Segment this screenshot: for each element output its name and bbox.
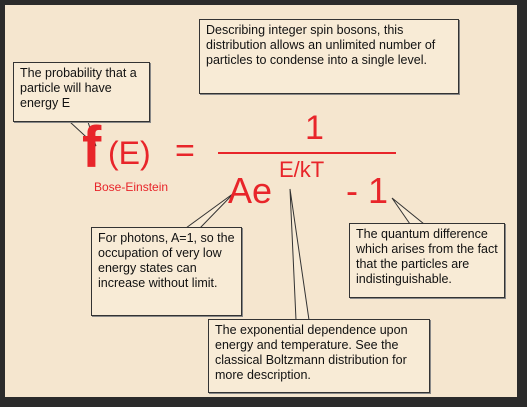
callout-bosons: Describing integer spin bosons, this dis… — [199, 19, 459, 94]
callout-bosons-text: Describing integer spin bosons, this dis… — [206, 23, 436, 67]
callout-quantum: The quantum difference which arises from… — [349, 223, 505, 298]
callout-probability: The probability that a particle will hav… — [13, 62, 150, 122]
formula-exponent: E/kT — [279, 157, 325, 182]
formula-arg: (E) — [108, 135, 151, 171]
pointer-quantum — [391, 197, 426, 225]
formula-denominator-base: Ae — [228, 170, 273, 211]
callout-exponential: The exponential dependence upon energy a… — [208, 319, 430, 393]
formula-f: f — [82, 115, 102, 180]
callout-quantum-text: The quantum difference which arises from… — [356, 227, 498, 286]
pointer-probability — [68, 121, 97, 147]
callout-photons: For photons, A=1, so the occupation of v… — [91, 227, 242, 316]
callout-probability-text: The probability that a particle will hav… — [20, 66, 137, 110]
formula-numerator: 1 — [305, 109, 324, 147]
formula-subscript: Bose-Einstein — [94, 180, 169, 194]
pointer-exponential — [289, 188, 310, 321]
pointer-photons — [184, 192, 235, 229]
formula-equals: = — [175, 132, 195, 170]
callout-photons-text: For photons, A=1, so the occupation of v… — [98, 231, 235, 290]
formula-minus-one: - 1 — [346, 170, 389, 211]
callout-exponential-text: The exponential dependence upon energy a… — [215, 323, 408, 382]
